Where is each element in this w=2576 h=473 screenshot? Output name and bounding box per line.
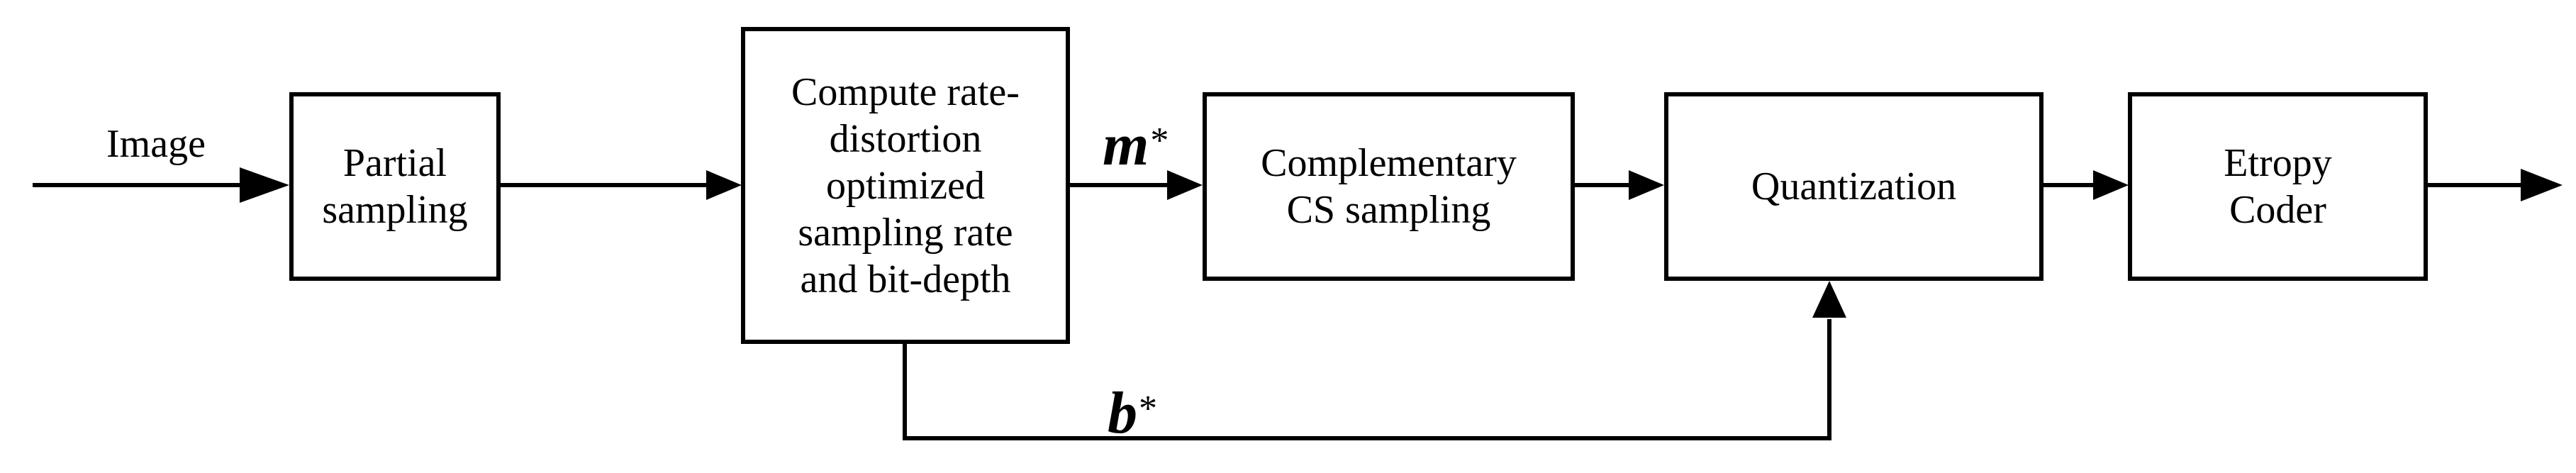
complementary-cs-block: Complementary CS sampling [1203,92,1575,281]
quantization-block: Quantization [1664,92,2043,281]
b-superscript: * [1139,389,1157,429]
arrowhead-quantization [1629,170,1664,200]
arrowhead-coder [2093,170,2129,200]
m-star-label: m* [1103,113,1169,177]
quantization-label: Quantization [1751,165,1957,208]
partial-sampling-label: Partial sampling [322,141,468,232]
entropy-coder-label: Etropy Coder [2224,141,2332,232]
arrowhead-complementary [1167,170,1203,200]
compute-rd-block: Compute rate- distortion optimized sampl… [741,27,1070,344]
arrowhead-input [240,167,289,203]
input-image-label: Image [106,122,206,166]
compute-rd-label: Compute rate- distortion optimized sampl… [791,69,1020,301]
entropy-coder-block: Etropy Coder [2128,92,2428,281]
partial-sampling-block: Partial sampling [289,92,501,281]
feedback-path-b [903,319,1831,440]
m-symbol: m [1103,112,1149,178]
m-superscript: * [1150,121,1169,161]
complementary-cs-label: Complementary CS sampling [1261,141,1517,232]
b-star-label: b* [1108,382,1157,445]
arrowhead-b-to-quantization [1812,281,1846,318]
arrowhead-compute [706,170,742,200]
arrowhead-output [2521,169,2563,201]
b-symbol: b [1108,380,1137,446]
